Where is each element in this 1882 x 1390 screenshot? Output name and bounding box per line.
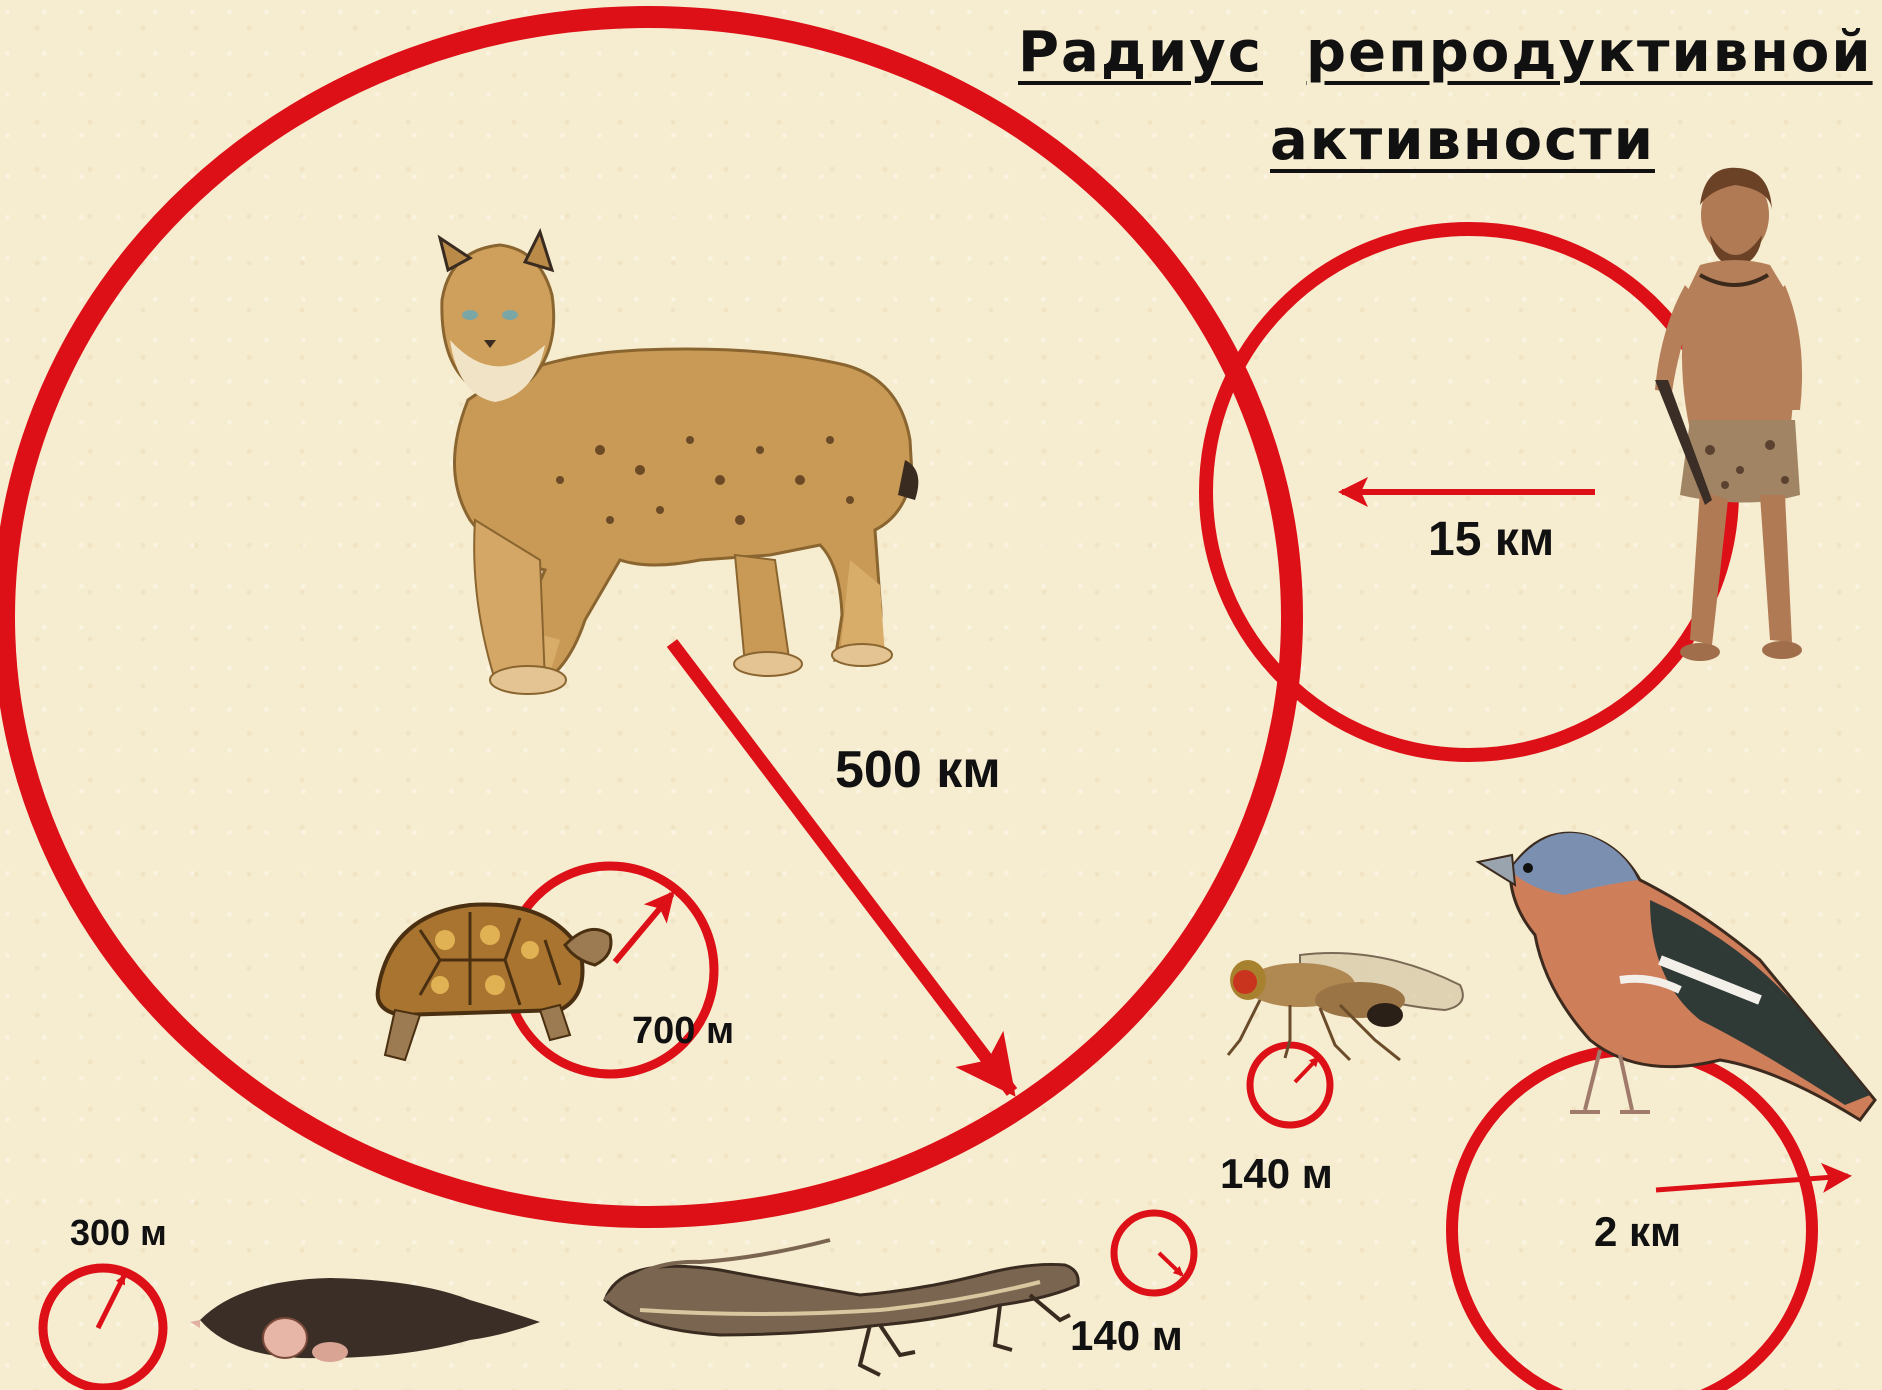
mole-radius-group <box>43 1268 163 1388</box>
title-word-radius: Радиус <box>1018 20 1263 85</box>
lynx-illustration <box>440 232 918 694</box>
lizard-radius-label: 140 м <box>1070 1312 1183 1360</box>
fly-radius-circle <box>1250 1045 1330 1125</box>
fly-illustration <box>1228 953 1463 1060</box>
page-title-line1: Радиус репродуктивной <box>1018 20 1873 85</box>
mole-illustration <box>190 1278 540 1362</box>
mole-radius-label: 300 м <box>70 1212 167 1254</box>
title-word-activity: активности <box>1270 108 1655 173</box>
page-title-line2: активности <box>1270 108 1655 173</box>
lizard-illustration <box>605 1240 1078 1375</box>
lizard-radius-arrow <box>1159 1253 1182 1275</box>
mole-radius-circle <box>43 1268 163 1388</box>
tortoise-illustration <box>378 905 611 1060</box>
lizard-radius-group <box>1114 1213 1194 1293</box>
finch-radius-label: 2 км <box>1594 1208 1681 1256</box>
title-word-reproductive: репродуктивной <box>1306 20 1873 85</box>
finch-radius-arrow <box>1656 1176 1848 1190</box>
human-illustration <box>1655 168 1802 661</box>
fly-radius-label: 140 м <box>1220 1150 1333 1198</box>
fly-radius-arrow <box>1295 1058 1318 1082</box>
tortoise-radius-label: 700 м <box>632 1010 734 1053</box>
tortoise-radius-arrow <box>615 894 672 962</box>
lynx-radius-label: 500 км <box>835 740 1001 800</box>
human-radius-label: 15 км <box>1428 512 1554 567</box>
lizard-radius-circle <box>1114 1213 1194 1293</box>
mole-radius-arrow <box>98 1276 124 1328</box>
fly-radius-group <box>1250 1045 1330 1125</box>
